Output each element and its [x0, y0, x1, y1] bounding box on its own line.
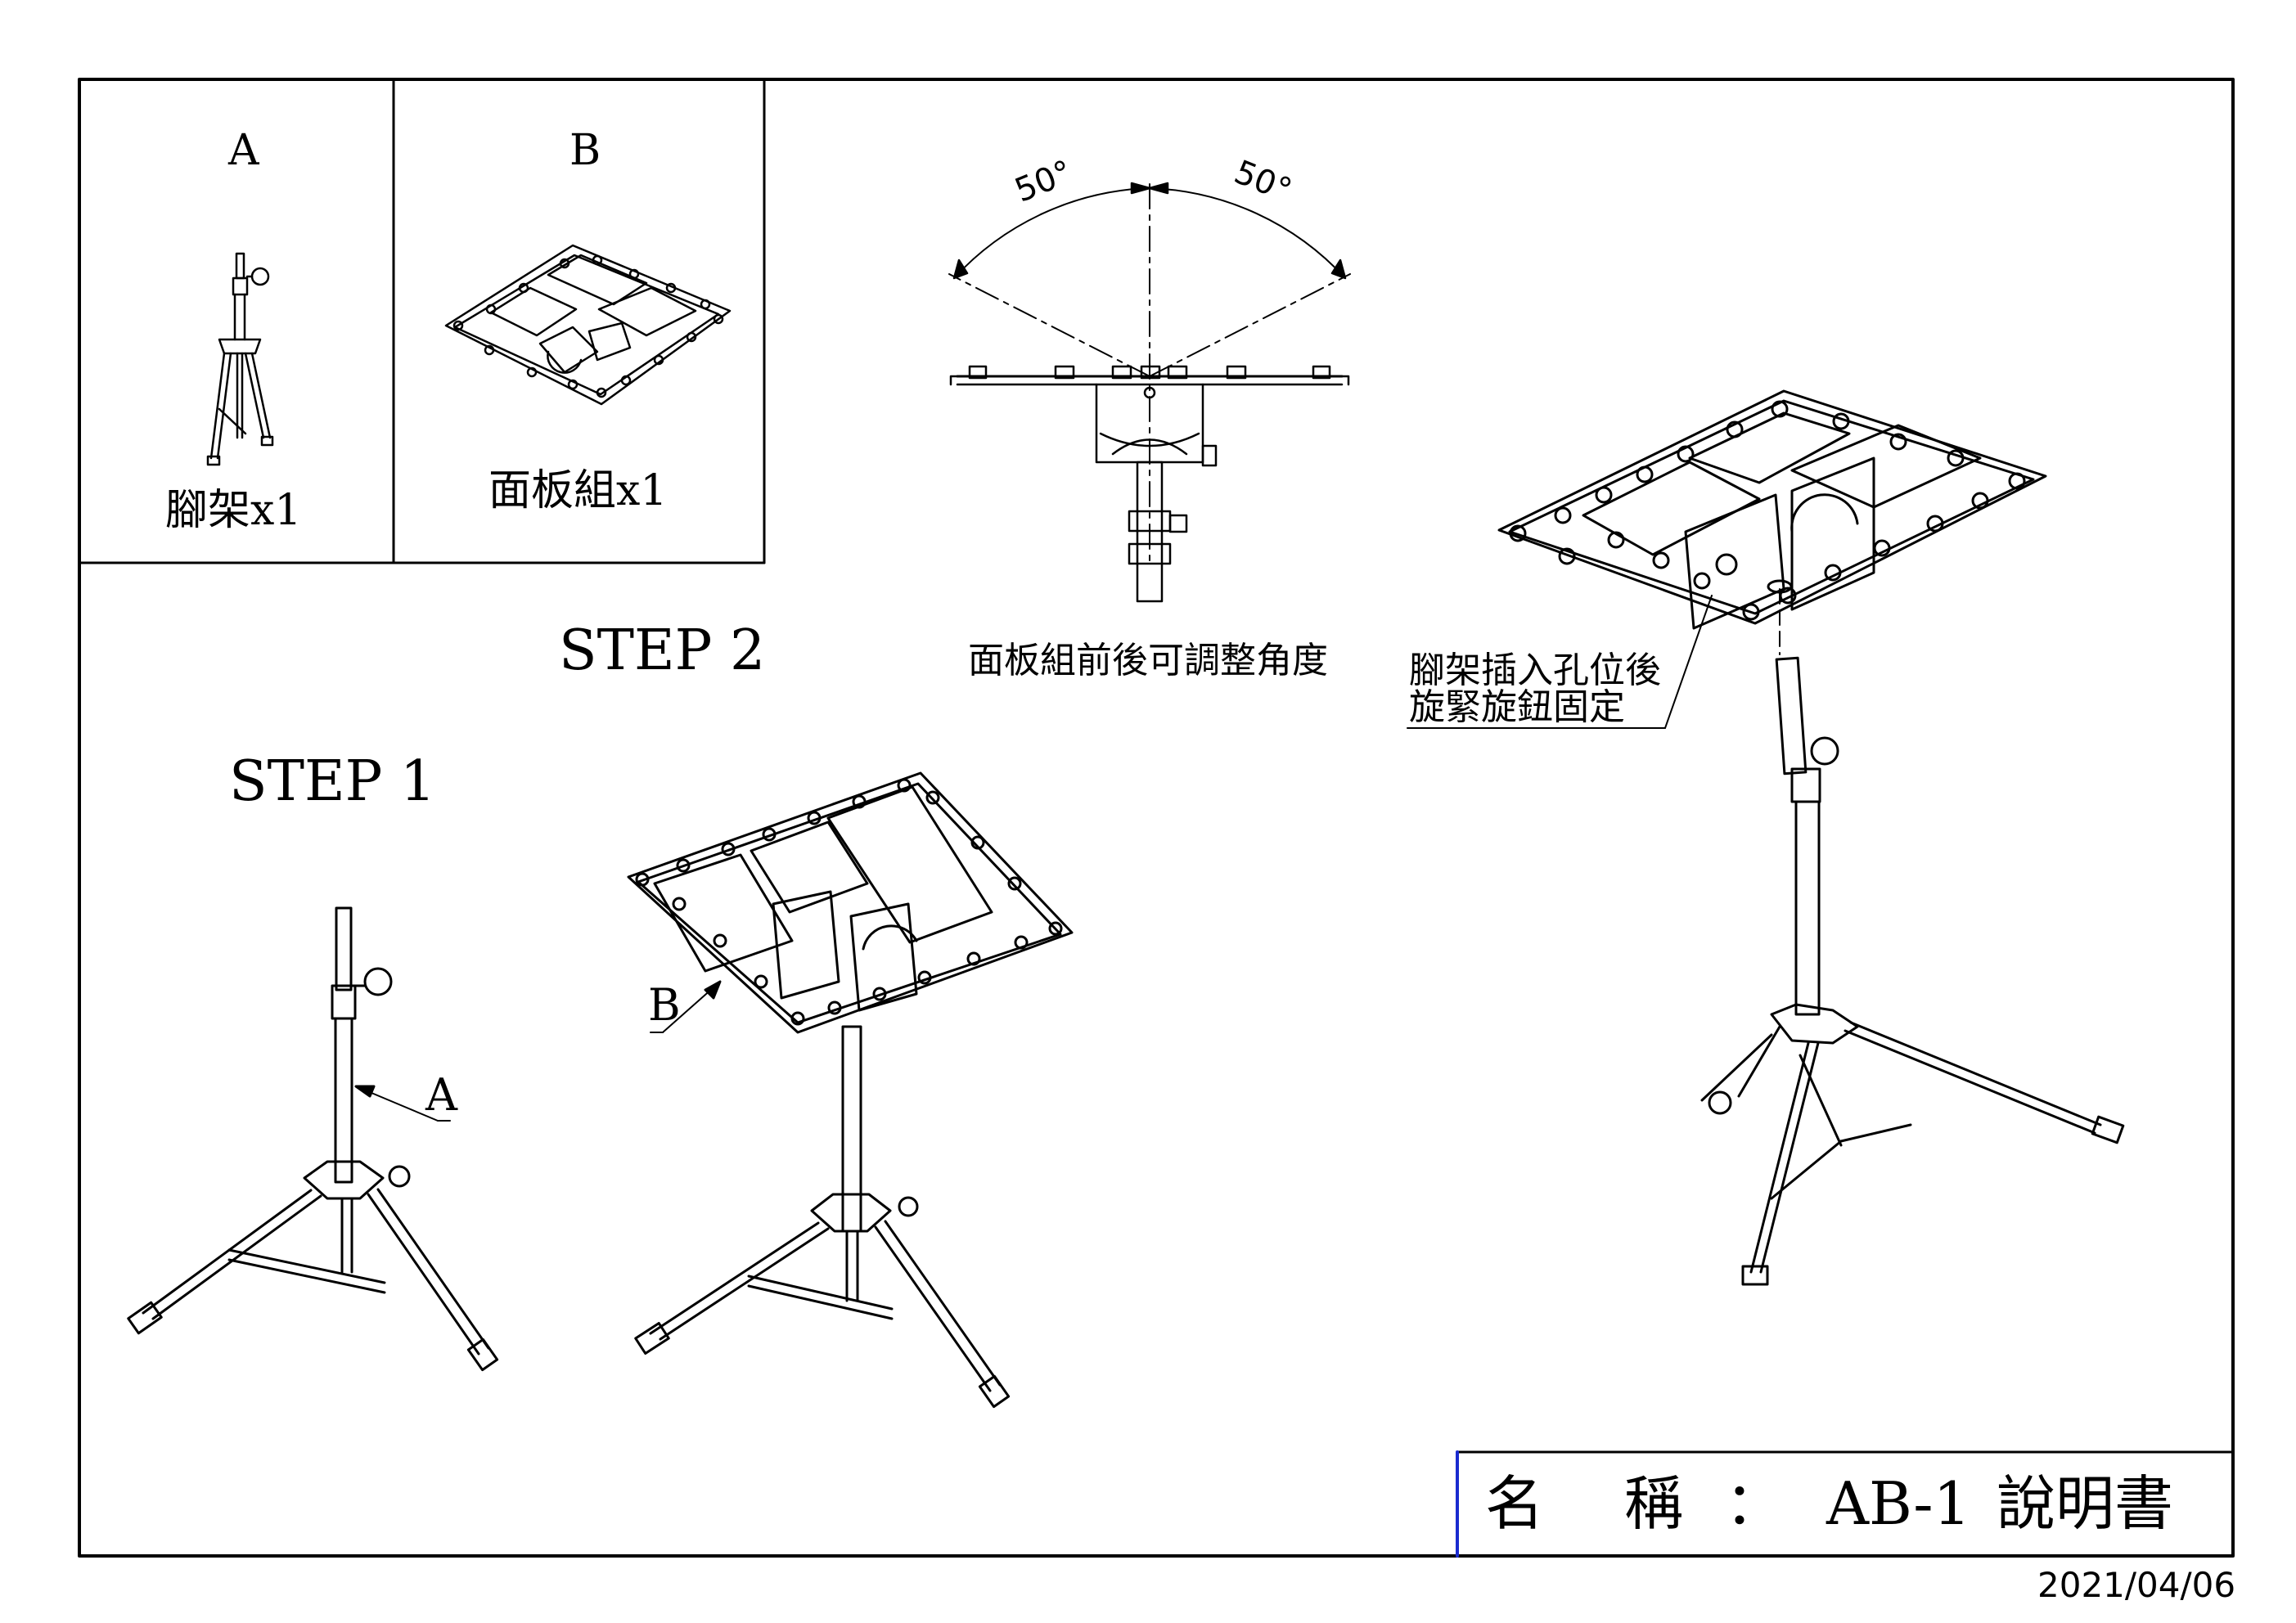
angle-caption: 面板組前後可調整角度 — [968, 640, 1328, 681]
title-doc-name: 說明書 — [1997, 1469, 2174, 1538]
exploded-iso-drawing — [1407, 389, 2125, 1286]
part-b-name: 面板組x1 — [488, 466, 668, 515]
part-b-letter: B — [569, 126, 601, 175]
title-block — [1456, 1450, 2235, 1558]
part-a-name: 腳架x1 — [165, 486, 302, 535]
title-model: AB-1 — [1826, 1469, 1971, 1538]
assembly-note-line1: 腳架插入孔位後 — [1409, 650, 1661, 691]
part-a-tripod-drawing — [206, 252, 274, 466]
step1-heading: STEP 1 — [229, 749, 436, 814]
part-b-panel-drawing — [444, 244, 732, 406]
sheet-frame — [78, 78, 2235, 1558]
revision-date: 2021/04/06 — [2037, 1565, 2236, 1605]
step2-assembly-drawing — [627, 771, 1074, 1409]
angle-adjust-view — [948, 182, 1351, 603]
assembly-note-line2: 旋緊旋鈕固定 — [1409, 686, 1625, 728]
callout-a: A — [425, 1069, 457, 1121]
title-label-1: 名 — [1485, 1469, 1545, 1538]
part-a-letter: A — [228, 126, 259, 175]
title-colon: ： — [1725, 1469, 1785, 1538]
title-label-2: 稱 — [1624, 1469, 1684, 1538]
step2-heading: STEP 2 — [559, 618, 766, 683]
parts-table — [78, 78, 766, 564]
step1-tripod-drawing — [127, 906, 499, 1372]
callout-b: B — [648, 979, 681, 1031]
